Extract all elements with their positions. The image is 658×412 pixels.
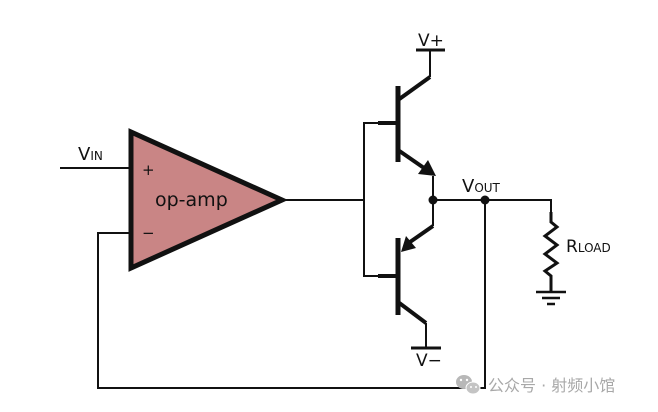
feedback-wire <box>97 200 486 389</box>
pnp-transistor-icon <box>378 200 435 348</box>
base-bus-wire <box>363 122 400 277</box>
vout-wire <box>433 199 552 212</box>
opamp-minus-sign: − <box>142 224 155 242</box>
resistor-icon <box>542 212 560 291</box>
watermark-text: 公众号 · 射频小馆 <box>488 376 615 395</box>
opamp-plus-sign: + <box>142 161 155 179</box>
opamp-label: op-amp <box>155 189 228 211</box>
vout-label: VOUT <box>462 176 501 197</box>
vin-label: VIN <box>78 144 103 165</box>
vout-junction-dot <box>480 195 490 205</box>
opamp-body <box>128 128 289 272</box>
emitter-junction-dot <box>428 195 438 205</box>
vplus-label: V+ <box>418 31 444 51</box>
ground-icon <box>536 290 566 306</box>
rload-label: RLOAD <box>566 237 611 257</box>
npn-transistor-icon <box>378 50 436 200</box>
wechat-icon <box>456 375 481 395</box>
vminus-label: V− <box>416 351 442 371</box>
